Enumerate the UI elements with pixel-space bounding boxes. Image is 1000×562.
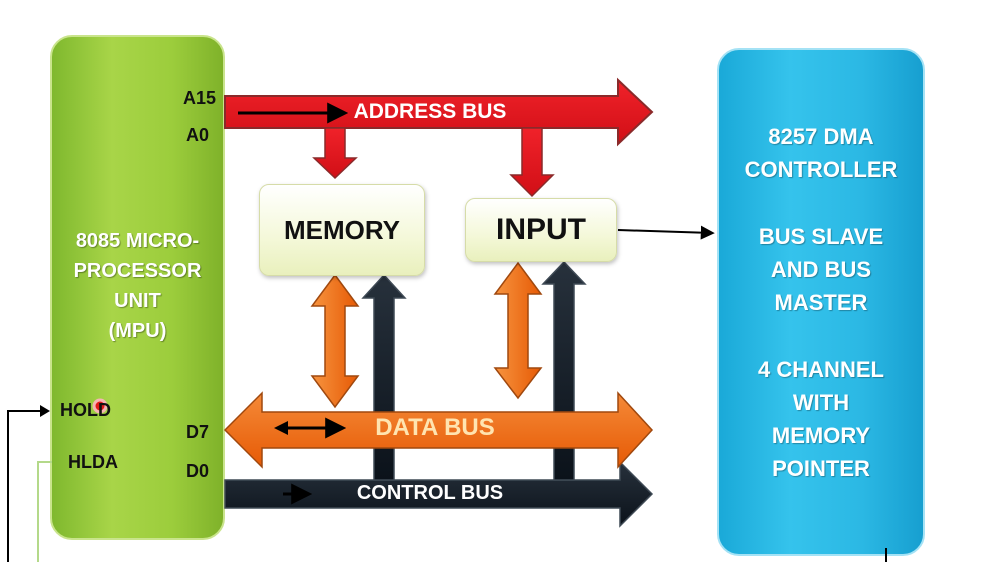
dma-role-line: MASTER	[774, 290, 868, 315]
dma-role-line: AND BUS	[770, 257, 872, 282]
pin-hold: HOLD	[60, 400, 111, 420]
memory-box: MEMORY	[259, 184, 425, 276]
hlda-signal-line	[37, 461, 52, 562]
microprocessor-unit-block	[50, 35, 225, 540]
control-bus-label: CONTROL BUS	[356, 482, 504, 504]
pointer-cursor-dot	[92, 398, 108, 414]
pin-d7: D7	[186, 422, 210, 442]
data-direction-arrow-left-head	[274, 421, 288, 435]
memory-label: MEMORY	[283, 214, 401, 245]
dma-title-line: CONTROLLER	[744, 157, 898, 182]
dma-feature-line: POINTER	[772, 456, 870, 481]
input-to-dma-arrow	[617, 225, 715, 240]
input-box: INPUT	[465, 198, 617, 262]
data-bus-arrow	[223, 391, 654, 469]
control-to-memory-arrow	[361, 273, 407, 481]
mpu-title: 8085 MICRO- PROCESSOR UNIT (MPU)	[50, 226, 225, 346]
hold-signal-arrowhead	[40, 405, 50, 417]
pin-a15: A15	[183, 88, 217, 108]
dma-role: BUS SLAVE AND BUS MASTER	[717, 220, 925, 319]
address-to-input-arrow	[509, 127, 555, 198]
dma-title: 8257 DMA CONTROLLER	[717, 120, 925, 186]
dma-controller-block	[717, 48, 925, 556]
input-label: INPUT	[496, 213, 586, 246]
control-bus-arrow	[224, 460, 654, 528]
dma-title-line: 8257 DMA	[768, 124, 874, 149]
mpu-title-line: (MPU)	[108, 320, 167, 342]
dma-features: 4 CHANNEL WITH MEMORY POINTER	[717, 353, 925, 485]
pin-d0: D0	[186, 461, 210, 481]
address-to-memory-arrow	[312, 127, 358, 180]
pin-a0: A0	[186, 125, 210, 145]
mpu-title-line: UNIT	[114, 290, 161, 312]
dma-feature-line: WITH	[792, 390, 850, 415]
dma-feature-line: MEMORY	[771, 423, 871, 448]
hold-signal-line	[7, 410, 46, 562]
memory-data-arrow	[310, 273, 360, 409]
address-bus-label: ADDRESS BUS	[353, 100, 507, 123]
input-data-arrow	[493, 261, 543, 400]
pin-hlda: HLDA	[68, 452, 118, 472]
dma-feature-line: 4 CHANNEL	[758, 357, 884, 382]
mpu-title-line: PROCESSOR	[73, 260, 202, 282]
mpu-title-line: 8085 MICRO-	[75, 230, 200, 252]
data-bus-label: DATA BUS	[375, 414, 495, 441]
dma-role-line: BUS SLAVE	[758, 224, 884, 249]
